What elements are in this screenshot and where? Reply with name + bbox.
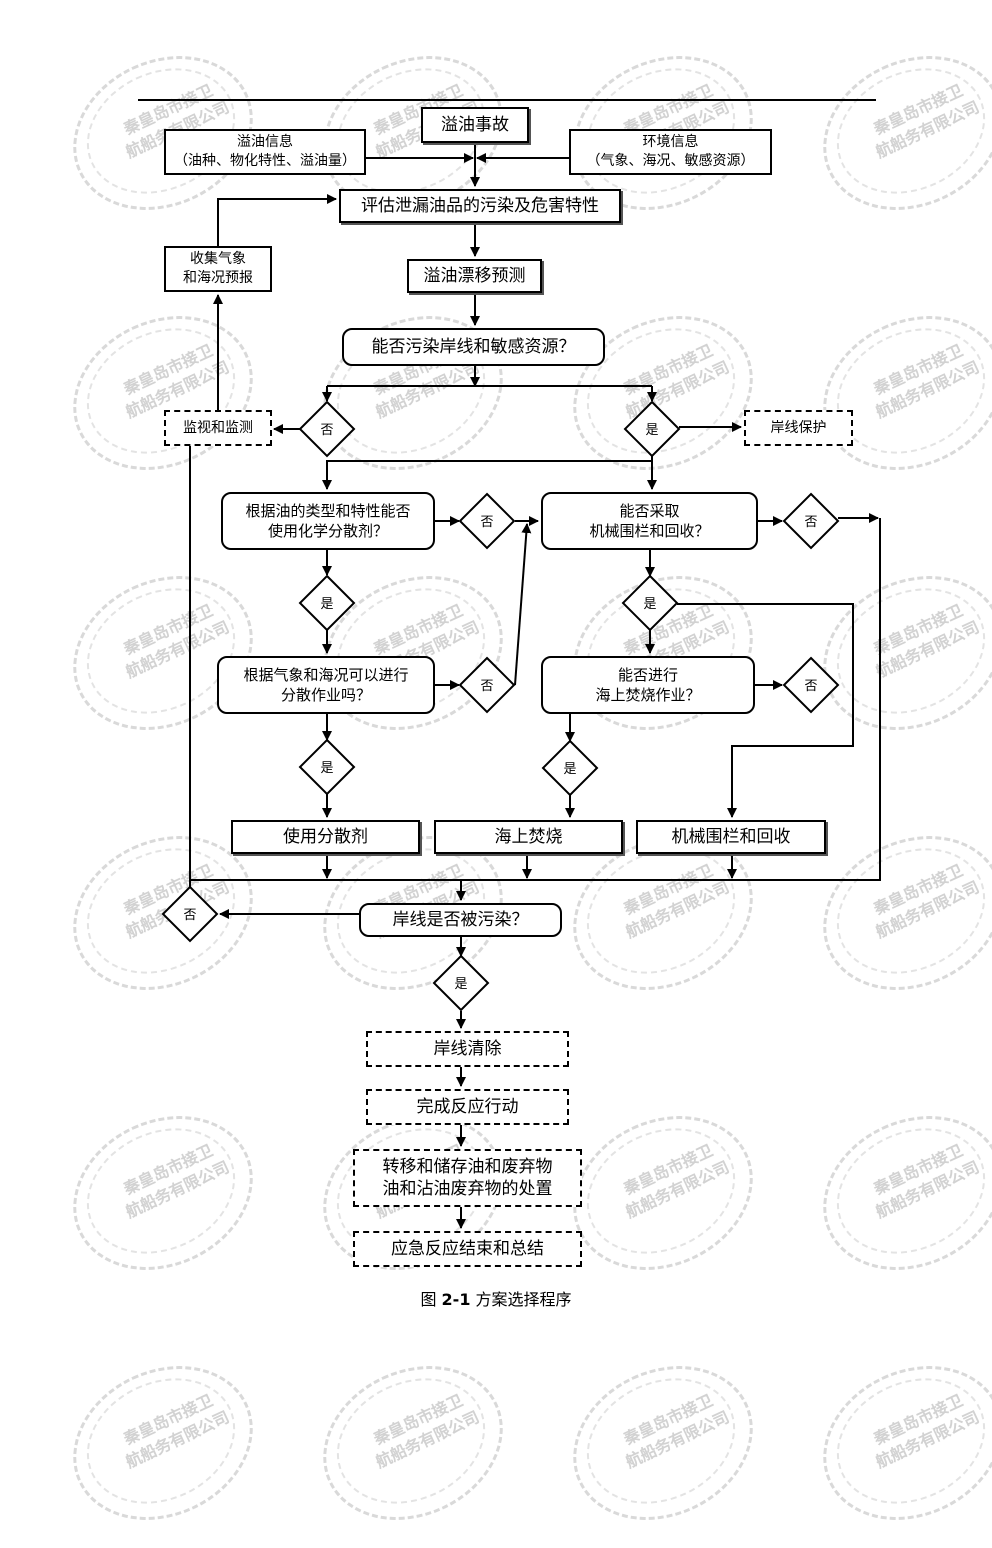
decision-disperse-op-no-diamond (458, 656, 516, 714)
node-can-burn: 能否进行 海上焚烧作业？ (541, 656, 755, 714)
decision-pollute-no-diamond (298, 400, 356, 458)
node-complete: 完成反应行动 (366, 1089, 569, 1125)
node-spill-info: 溢油信息 （油种、物化特性、溢油量） (164, 129, 366, 175)
decision-mechanical-yes-label: 是 (643, 597, 656, 612)
decision-shore-yes-diamond (432, 954, 490, 1012)
decision-shore-no-label: 否 (183, 908, 196, 923)
decision-shore-yes-label: 是 (454, 977, 467, 992)
node-shore-clean: 岸线清除 (366, 1031, 569, 1067)
node-can-pollute: 能否污染岸线和敏感资源？ (342, 328, 605, 366)
node-env-info: 环境信息 （气象、海况、敏感资源） (569, 129, 772, 175)
caption-number: 2-1 (441, 1290, 471, 1309)
node-spill-accident: 溢油事故 (421, 107, 529, 143)
connector-lines: 否是否否是是否否是是否是 (161, 143, 881, 1229)
node-shore-polluted: 岸线是否被污染？ (359, 903, 562, 937)
figure-caption: 图 2-1 方案选择程序 (0, 1286, 992, 1310)
node-assess: 评估泄漏油品的污染及危害特性 (339, 189, 621, 223)
connector (322, 454, 653, 490)
connector (677, 603, 854, 818)
node-drift-forecast: 溢油漂移预测 (407, 259, 542, 293)
top-rule (138, 99, 876, 101)
decision-dispersant-no-diamond (458, 492, 516, 550)
decision-dispersant-yes-label: 是 (320, 597, 333, 612)
caption-prefix: 图 (420, 1290, 442, 1309)
node-can-mechanical: 能否采取 机械围栏和回收？ (541, 492, 758, 550)
decision-disperse-op-yes-diamond (298, 738, 356, 796)
decision-pollute-no-label: 否 (320, 423, 333, 438)
node-burn: 海上焚烧 (434, 820, 623, 854)
node-collect-forecast: 收集气象 和海况预报 (164, 246, 272, 292)
decision-mechanical-yes-diamond (621, 574, 679, 632)
decision-dispersant-no-label: 否 (480, 515, 493, 530)
node-monitor: 监视和监测 (164, 410, 272, 446)
node-end: 应急反应结束和总结 (353, 1231, 582, 1267)
node-mechanical: 机械围栏和回收 (636, 820, 826, 854)
decision-mechanical-no-label: 否 (804, 515, 817, 530)
decision-burn-yes-diamond (541, 739, 599, 797)
decision-dispersant-yes-diamond (298, 574, 356, 632)
node-can-dispersant: 根据油的类型和特性能否 使用化学分散剂？ (221, 492, 435, 550)
node-can-disperse-operation: 根据气象和海况可以进行 分散作业吗？ (217, 656, 435, 714)
decision-burn-no-diamond (782, 656, 840, 714)
decision-mechanical-no-diamond (782, 492, 840, 550)
decision-disperse-op-no-label: 否 (480, 679, 493, 694)
node-use-dispersant: 使用分散剂 (231, 820, 420, 854)
caption-title: 方案选择程序 (470, 1290, 572, 1309)
decision-burn-no-label: 否 (804, 679, 817, 694)
decision-disperse-op-yes-label: 是 (320, 761, 333, 776)
connector (190, 518, 881, 881)
connector (514, 523, 532, 686)
decision-shore-no-diamond (161, 885, 219, 943)
connector (217, 194, 337, 246)
node-shore-protect: 岸线保护 (744, 410, 853, 446)
decision-pollute-yes-label: 是 (645, 423, 658, 438)
node-waste: 转移和储存油和废弃物 油和沾油废弃物的处置 (353, 1149, 582, 1207)
decision-pollute-yes-diamond (623, 400, 681, 458)
decision-burn-yes-label: 是 (563, 762, 576, 777)
